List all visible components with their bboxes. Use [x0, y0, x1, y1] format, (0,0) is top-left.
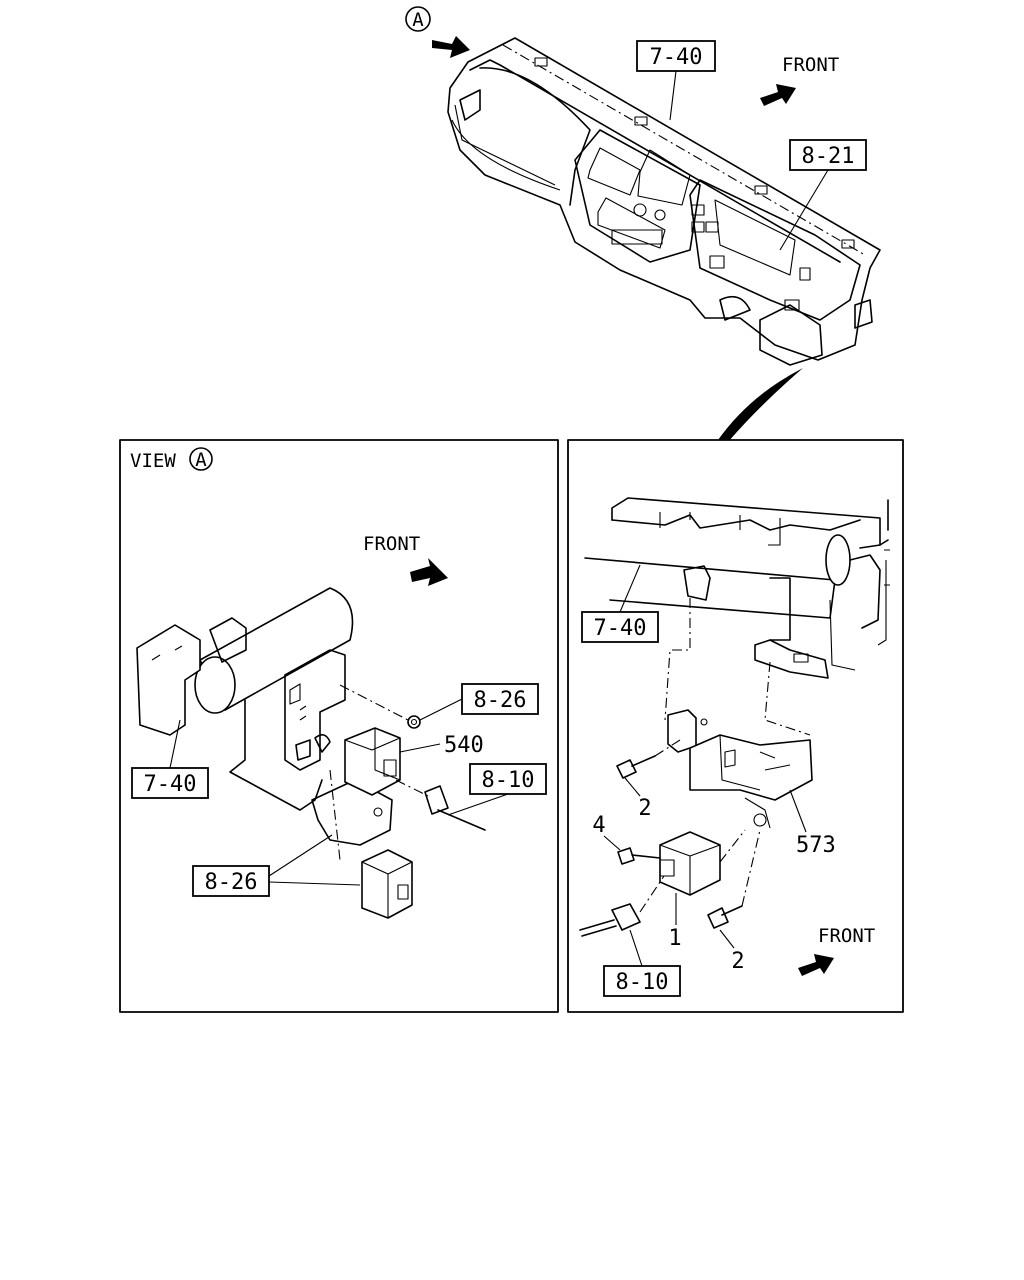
- view-a-marker: A: [405, 6, 431, 32]
- harness-connector-left: [424, 785, 486, 831]
- front-left-label: FRONT: [363, 533, 420, 555]
- detail-leader-arrow-icon: [718, 368, 803, 442]
- bolt-icon-lower: [707, 905, 743, 929]
- view-a-panel-letter: A: [195, 449, 207, 471]
- part-1-callout: 1: [668, 893, 682, 951]
- harness-connector-right: [579, 903, 641, 937]
- view-a-letter: A: [412, 9, 424, 31]
- dashboard-assembly: A: [405, 6, 881, 442]
- view-a-heading: VIEW A: [130, 447, 213, 472]
- left-relay-ref-callout: 8-26: [419, 683, 539, 721]
- front-left-arrow-icon: [410, 558, 448, 586]
- part-1-label: 1: [668, 926, 681, 951]
- part-2b-callout: 2: [719, 929, 745, 974]
- part-2a-label: 2: [638, 796, 651, 821]
- front-left-indicator: FRONT: [363, 533, 448, 586]
- nut-icon: [407, 715, 421, 729]
- part-573-callout: 573: [789, 789, 836, 858]
- part-2a-callout: 2: [624, 777, 652, 821]
- front-right-arrow-icon: [798, 954, 834, 976]
- part-4-callout: 4: [592, 813, 621, 851]
- relay-540: [344, 727, 401, 796]
- view-label: VIEW: [130, 450, 176, 472]
- part-2b-label: 2: [731, 949, 744, 974]
- left-harness-ref-callout: 8-10: [447, 763, 547, 816]
- left-bracket-ref-callout: 7-40: [131, 719, 209, 799]
- left-relay-ref-label: 8-26: [474, 688, 527, 713]
- cluster-ref-callout: 8-21: [779, 139, 867, 251]
- front-arrow-icon: [760, 84, 796, 106]
- bolt-icon-upper: [616, 755, 656, 779]
- left-relay2-ref-label: 8-26: [205, 870, 258, 895]
- bracket-detail-panel: 7-40 2 4 573 1 2 8-10 FRONT: [567, 439, 904, 1013]
- dash-ref-callout: 7-40: [636, 40, 716, 121]
- dash-ref-label: 7-40: [650, 45, 703, 70]
- part-4-label: 4: [592, 813, 605, 838]
- part-540-label: 540: [444, 733, 484, 758]
- left-relay2-ref-callout: 8-26: [192, 834, 361, 897]
- left-harness-ref-label: 8-10: [482, 768, 535, 793]
- part-573-label: 573: [796, 833, 836, 858]
- right-bracket-ref-callout: 7-40: [581, 564, 659, 643]
- cluster-ref-label: 8-21: [802, 144, 855, 169]
- relay-1: [659, 831, 721, 896]
- right-harness-ref-callout: 8-10: [603, 929, 681, 997]
- bracket-573: [667, 709, 813, 829]
- part-540-callout: 540: [399, 733, 484, 758]
- front-top-indicator: FRONT: [760, 54, 839, 106]
- bolt-icon-4: [617, 847, 661, 865]
- front-top-label: FRONT: [782, 54, 839, 76]
- view-a-panel: VIEW A FRONT: [119, 439, 559, 1013]
- relay-lower: [361, 849, 413, 919]
- front-right-indicator: FRONT: [798, 925, 875, 976]
- right-bracket-ref-label: 7-40: [594, 616, 647, 641]
- right-harness-ref-label: 8-10: [616, 970, 669, 995]
- left-bracket-ref-label: 7-40: [144, 772, 197, 797]
- front-right-label: FRONT: [818, 925, 875, 947]
- view-a-arrow-icon: [432, 36, 470, 58]
